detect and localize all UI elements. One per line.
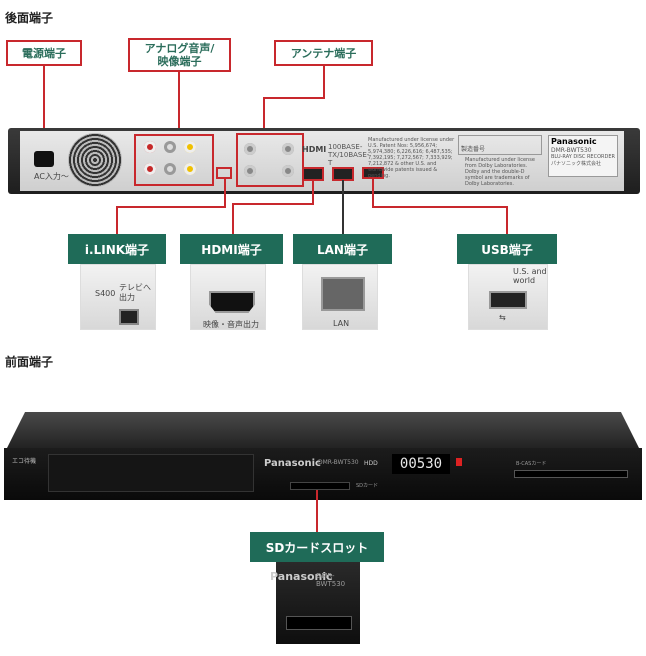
bcas-label: B-CASカード <box>516 461 547 467</box>
hdmi-port-highlight <box>302 167 324 181</box>
ilink-s400-label: S400 <box>95 289 116 298</box>
disc-tray <box>48 454 254 492</box>
ilink-port-image <box>119 309 139 325</box>
ilink-connector-line-v2 <box>116 206 118 234</box>
sd-slot <box>290 482 350 490</box>
usb-terminal-label: USB端子 <box>457 234 557 264</box>
usb-symbol-icon: ⇆ <box>499 313 506 322</box>
rating-company: パナソニック株式会社 <box>551 161 602 167</box>
sd-connector-line <box>316 490 318 532</box>
antenna-jack-2 <box>282 143 294 155</box>
serial-box: 製造番号 <box>458 135 542 155</box>
analog-ports-highlight <box>134 134 214 186</box>
hdmi-connector-line-v <box>312 180 314 204</box>
antenna-jack-4 <box>282 165 294 177</box>
lan-closeup: LAN <box>302 264 378 330</box>
ac-input-label: AC入力～ <box>34 172 69 181</box>
analog-connector-line <box>178 72 180 135</box>
sd-closeup-brand: Panasonic <box>270 570 333 583</box>
lan-port-highlight <box>332 167 354 181</box>
antenna-connector-line-v2 <box>263 97 265 135</box>
analog-jack-red-1 <box>144 141 156 153</box>
antenna-ports-highlight <box>236 133 304 187</box>
ilink-connector-line-v <box>224 178 226 208</box>
usb-connector-line-v2 <box>506 206 508 234</box>
rear-panel-plate: AC入力～ HDMI 100BASE-TX/10BASE-T Manufactu… <box>20 131 624 191</box>
antenna-jack-1 <box>244 143 256 155</box>
sd-card-slot-label: SDカードスロット <box>250 532 384 562</box>
hdmi-logo-text: HDMI <box>302 145 327 154</box>
dolby-notice: Manufactured under license from Dolby La… <box>465 157 535 187</box>
analog-jack-white-1 <box>164 141 176 153</box>
analog-av-terminal-label: アナログ音声/ 映像端子 <box>128 38 231 72</box>
hdmi-connector-line-h <box>232 203 314 205</box>
front-panel-top <box>6 412 640 450</box>
ilink-connector-line-h <box>116 206 226 208</box>
antenna-connector-line-h <box>263 97 325 99</box>
front-section-title: 前面端子 <box>5 355 54 369</box>
hdmi-closeup: 映像・音声出力 <box>190 264 266 330</box>
lan-spec-text: 100BASE-TX/10BASE-T <box>328 143 370 167</box>
rating-plate: Panasonic DMR-BWT530 BLU-RAY DISC RECORD… <box>548 135 618 177</box>
record-indicator <box>456 458 462 466</box>
usb-connector-line-v <box>372 178 374 208</box>
ilink-tv-out-label: テレビへ 出力 <box>119 283 151 302</box>
power-connector-line <box>43 66 45 158</box>
usb-closeup-text: U.S. and world <box>513 267 547 285</box>
front-model: DMR-BWT530 <box>318 459 359 466</box>
serial-label: 製造番号 <box>461 146 486 153</box>
power-socket <box>34 151 54 167</box>
usb-closeup: U.S. and world ⇆ <box>468 264 548 330</box>
ilink-terminal-label: i.LINK端子 <box>68 234 166 264</box>
analog-jack-red-2 <box>144 163 156 175</box>
hdmi-terminal-label: HDMI端子 <box>180 234 283 264</box>
eco-standby-label: エコ待機 <box>12 458 37 465</box>
sd-closeup-slot <box>286 616 352 630</box>
lan-connector-line <box>342 180 344 234</box>
hdmi-av-output-label: 映像・音声出力 <box>203 320 259 329</box>
front-brand: Panasonic <box>264 458 321 469</box>
front-panel: エコ待機 Panasonic DMR-BWT530 SDカード HDD 0053… <box>4 448 642 500</box>
antenna-connector-line-v1 <box>323 66 325 98</box>
hdmi-connector-line-v2 <box>232 203 234 234</box>
lan-closeup-label: LAN <box>333 319 350 328</box>
usb-connector-line-h <box>372 206 506 208</box>
front-display: 00530 <box>392 454 450 474</box>
sd-slot-label: SDカード <box>356 483 379 489</box>
usb-port-image <box>489 291 527 309</box>
analog-jack-white-2 <box>164 163 176 175</box>
power-terminal-label: 電源端子 <box>6 40 82 66</box>
analog-jack-yellow-2 <box>184 163 196 175</box>
analog-jack-yellow-1 <box>184 141 196 153</box>
antenna-terminal-label: アンテナ端子 <box>274 40 373 66</box>
sd-closeup: Panasonic DMR-BWT530 <box>270 562 360 644</box>
bcas-slot <box>514 470 628 478</box>
antenna-jack-3 <box>244 165 256 177</box>
patent-notice: Manufactured under license under U.S. Pa… <box>368 137 455 179</box>
rear-section-title: 後面端子 <box>5 11 54 25</box>
hdmi-port-image <box>209 291 255 313</box>
ilink-closeup: S400 テレビへ 出力 <box>80 264 156 330</box>
rating-model: DMR-BWT530 <box>551 147 592 154</box>
sd-closeup-model: DMR-BWT530 <box>316 572 346 588</box>
lan-port-image <box>321 277 365 311</box>
hdd-indicator: HDD <box>364 460 378 467</box>
cooling-fan <box>68 133 122 187</box>
rating-disc: BLU-RAY DISC RECORDER <box>551 154 615 160</box>
rating-brand: Panasonic <box>551 137 597 146</box>
lan-terminal-label: LAN端子 <box>293 234 392 264</box>
